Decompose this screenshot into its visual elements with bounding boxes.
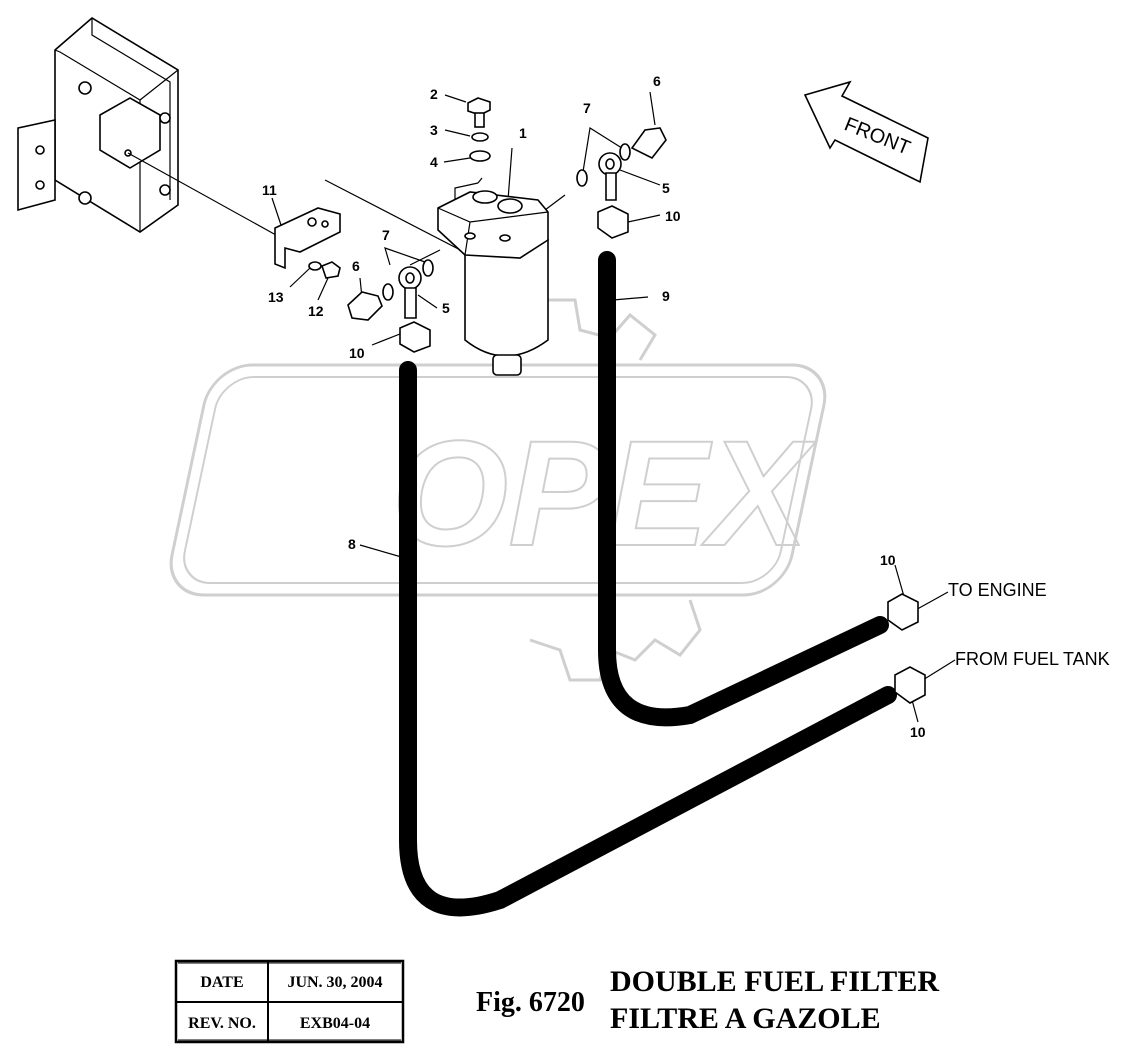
hose-braid-marks bbox=[402, 261, 886, 719]
clamp-10-top-right bbox=[597, 205, 629, 239]
clamp-10-tank bbox=[894, 666, 926, 704]
engine-mount-bracket bbox=[17, 17, 179, 233]
washer-3 bbox=[471, 132, 489, 142]
callout-9: 9 bbox=[662, 288, 670, 304]
watermark-frame-outer bbox=[169, 363, 827, 597]
hose-9-return bbox=[598, 251, 889, 727]
clamp-10-engine bbox=[887, 593, 919, 631]
date-value: JUN. 30, 2004 bbox=[287, 974, 382, 991]
hose-8-supply bbox=[399, 361, 897, 917]
callout-6-right: 6 bbox=[653, 73, 661, 89]
callout-7-right: 7 bbox=[583, 100, 591, 116]
washer-4 bbox=[469, 150, 491, 162]
clamp-10-left bbox=[399, 321, 431, 353]
bolt-12 bbox=[321, 261, 341, 279]
banjo-bolt-6-left bbox=[347, 291, 383, 321]
filter-drain bbox=[492, 354, 522, 376]
callout-7-left: 7 bbox=[382, 227, 390, 243]
callout-10-tank: 10 bbox=[910, 724, 926, 740]
banjo-fitting-left bbox=[347, 259, 434, 353]
watermark-frame-inner bbox=[183, 376, 813, 584]
bolt-and-washers bbox=[467, 97, 491, 162]
rev-label: REV. NO. bbox=[188, 1015, 256, 1032]
label-to-engine: TO ENGINE bbox=[948, 580, 1047, 600]
figure-number: Fig. 6720 bbox=[476, 987, 585, 1018]
callout-10-engine: 10 bbox=[880, 552, 896, 568]
callout-4: 4 bbox=[430, 154, 438, 170]
rev-value: EXB04-04 bbox=[300, 1015, 370, 1032]
callout-3: 3 bbox=[430, 122, 438, 138]
callout-10-left: 10 bbox=[349, 345, 365, 361]
revision-table: DATE JUN. 30, 2004 REV. NO. EXB04-04 bbox=[174, 959, 405, 1044]
callout-1: 1 bbox=[519, 125, 527, 141]
banjo-fitting-right bbox=[576, 127, 667, 239]
figure-title-en: DOUBLE FUEL FILTER bbox=[610, 965, 939, 998]
date-label: DATE bbox=[200, 974, 243, 991]
callout-13: 13 bbox=[268, 289, 284, 305]
callout-6-left: 6 bbox=[352, 258, 360, 274]
figure-title-fr: FILTRE A GAZOLE bbox=[610, 1002, 881, 1035]
fuel-filter bbox=[437, 190, 549, 376]
callout-5-right: 5 bbox=[662, 180, 670, 196]
filter-bracket-11 bbox=[274, 207, 341, 279]
callout-11: 11 bbox=[262, 182, 277, 198]
leader-lines bbox=[127, 91, 956, 723]
washer-13 bbox=[308, 261, 322, 271]
callouts: 1 2 3 4 5 5 6 6 7 7 8 9 10 10 10 10 11 1… bbox=[262, 73, 926, 740]
bolt-2 bbox=[467, 97, 491, 116]
callout-2: 2 bbox=[430, 86, 438, 102]
callout-8: 8 bbox=[348, 536, 356, 552]
callout-10-top-right: 10 bbox=[665, 208, 681, 224]
front-direction-arrow: FRONT bbox=[803, 80, 929, 184]
callout-12: 12 bbox=[308, 303, 324, 319]
callout-5-left: 5 bbox=[442, 300, 450, 316]
banjo-bolt-6-right bbox=[630, 127, 667, 160]
label-from-fuel-tank: FROM FUEL TANK bbox=[955, 649, 1110, 669]
